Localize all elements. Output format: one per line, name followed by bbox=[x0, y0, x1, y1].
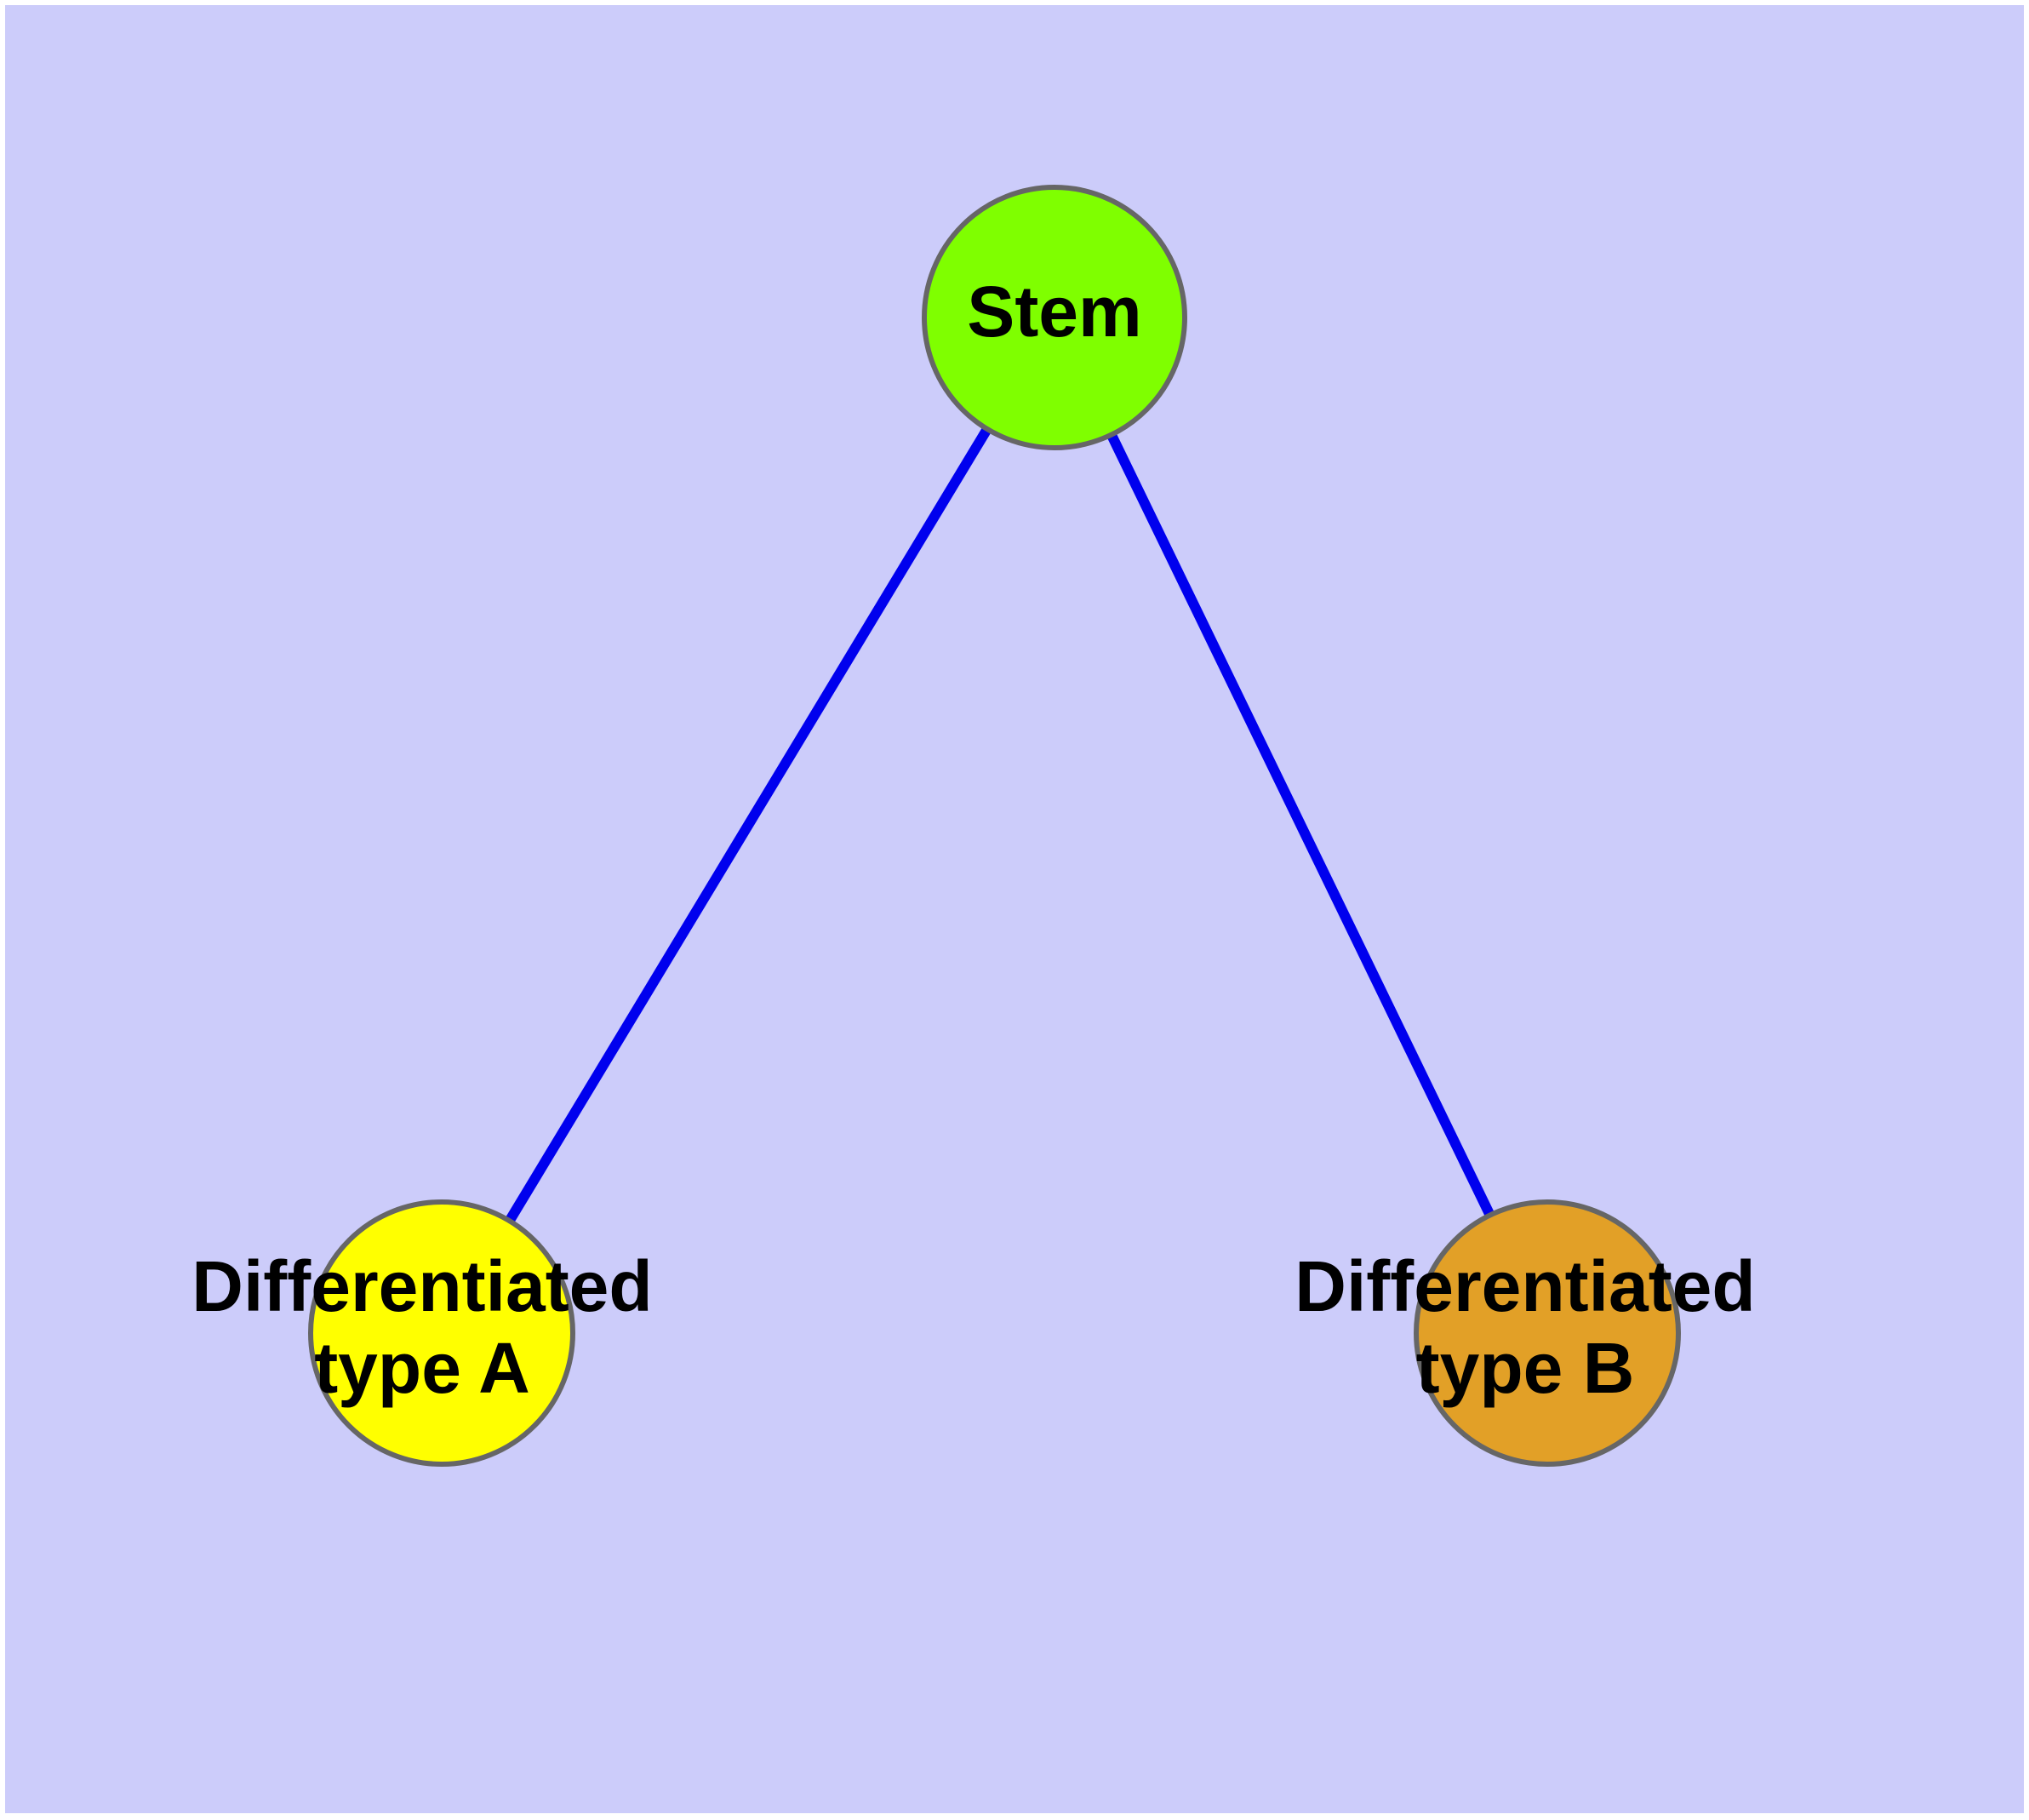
node-label-line: Differentiated bbox=[191, 1246, 652, 1326]
edge-stem-to-diff_b[interactable] bbox=[1106, 432, 1495, 1218]
node-label-line: Stem bbox=[967, 272, 1141, 352]
node-label-line: type B bbox=[1416, 1328, 1635, 1408]
node-diff_b[interactable] bbox=[1414, 1199, 1681, 1467]
node-stem[interactable] bbox=[922, 185, 1187, 450]
node-label-line: type A bbox=[314, 1328, 530, 1408]
node-label-line: Differentiated bbox=[1295, 1246, 1755, 1326]
node-diff_a[interactable] bbox=[308, 1199, 575, 1467]
nodes-group bbox=[308, 185, 1681, 1467]
edge-stem-to-diff_a[interactable] bbox=[505, 426, 992, 1224]
edges-group bbox=[505, 426, 1495, 1224]
node-label-stem: Stem bbox=[967, 272, 1141, 352]
